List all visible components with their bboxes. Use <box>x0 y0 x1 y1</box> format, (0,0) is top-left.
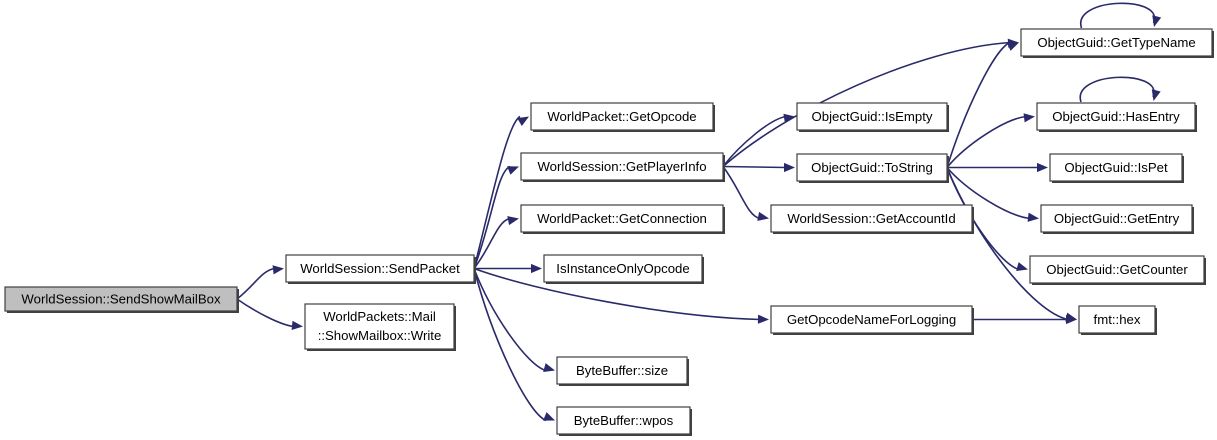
edge-sendpacket-to-getopcodename <box>473 267 761 321</box>
node-label: ObjectGuid::IsPet <box>1064 160 1168 175</box>
node-tostring[interactable]: ObjectGuid::ToString <box>796 153 949 183</box>
node-box[interactable] <box>543 254 703 283</box>
edge-sendshowmailbox-to-sendpacket <box>236 267 276 300</box>
node-label: ObjectGuid::ToString <box>811 160 933 175</box>
edge-gettypename-to-gettypename <box>1080 2 1156 29</box>
node-label: WorldPacket::GetConnection <box>537 211 707 226</box>
edge-getplayerinfo-to-gettypename <box>722 41 1011 168</box>
node-layer: WorldSession::SendShowMailBox WorldSessio… <box>4 28 1214 436</box>
edge-tostring-to-hasentry-arrowhead <box>1023 113 1035 123</box>
node-getentry[interactable]: ObjectGuid::GetEntry <box>1040 204 1194 234</box>
edge-tostring-to-ispet-arrowhead <box>1037 162 1048 173</box>
edge-getplayerinfo-to-getaccountid <box>722 166 761 220</box>
node-box[interactable] <box>304 303 455 350</box>
node-hasentry[interactable]: ObjectGuid::HasEntry <box>1036 102 1197 132</box>
edge-getplayerinfo-to-isempty-arrowhead <box>783 113 795 123</box>
node-getaccountid[interactable]: WorldSession::GetAccountId <box>770 204 974 234</box>
edge-tostring-to-getcounter-arrowhead <box>1016 262 1028 272</box>
node-box[interactable] <box>1020 28 1213 57</box>
node-ispet[interactable]: ObjectGuid::IsPet <box>1049 153 1184 183</box>
node-label: ObjectGuid::GetCounter <box>1046 262 1188 277</box>
node-getcounter[interactable]: ObjectGuid::GetCounter <box>1029 255 1206 285</box>
node-box[interactable] <box>770 204 973 233</box>
edge-sendpacket-to-getopcode-arrowhead <box>517 116 529 127</box>
node-getopcodename[interactable]: GetOpcodeNameForLogging <box>770 305 974 335</box>
edge-tostring-to-getentry-arrowhead <box>1027 212 1039 222</box>
node-label: ObjectGuid::HasEntry <box>1052 109 1180 124</box>
edge-sendpacket-to-getplayerinfo-arrowhead <box>507 166 519 175</box>
node-showmailboxwrite[interactable]: WorldPackets::Mail::ShowMailbox::Write <box>304 303 456 351</box>
edge-sendpacket-to-bytebufferwpos <box>473 268 547 422</box>
edge-tostring-to-hasentry <box>946 115 1027 169</box>
node-label: ObjectGuid::GetTypeName <box>1037 35 1195 50</box>
node-box[interactable] <box>1040 204 1193 233</box>
node-fmthex[interactable]: fmt::hex <box>1078 305 1157 335</box>
edge-sendpacket-to-getopcode <box>473 115 521 269</box>
node-label: WorldSession::GetAccountId <box>787 211 955 226</box>
node-label: fmt::hex <box>1094 312 1141 327</box>
edge-tostring-to-fmthex <box>946 167 1069 321</box>
edge-tostring-to-getentry <box>946 166 1031 220</box>
node-label-line1: WorldPackets::Mail <box>323 309 436 324</box>
node-gettypename[interactable]: ObjectGuid::GetTypeName <box>1020 28 1214 58</box>
node-box[interactable] <box>796 102 948 131</box>
edge-getopcodename-to-fmthex-arrowhead <box>1066 314 1077 325</box>
node-box[interactable] <box>1029 255 1205 284</box>
edge-getplayerinfo-to-isempty <box>722 115 787 167</box>
node-getopcode[interactable]: WorldPacket::GetOpcode <box>530 102 715 132</box>
node-label: ObjectGuid::GetEntry <box>1054 211 1180 226</box>
node-box[interactable] <box>556 356 688 385</box>
node-box[interactable] <box>285 254 475 283</box>
edge-sendpacket-to-getopcodename-arrowhead <box>757 314 769 324</box>
node-box[interactable] <box>520 152 724 181</box>
edge-hasentry-to-hasentry-arrowhead <box>1151 89 1161 101</box>
node-bytebuffersize[interactable]: ByteBuffer::size <box>556 356 689 386</box>
node-label: WorldSession::SendPacket <box>300 261 460 276</box>
node-box[interactable] <box>1049 153 1183 182</box>
node-box[interactable] <box>520 204 724 233</box>
node-sendpacket[interactable]: WorldSession::SendPacket <box>285 254 476 284</box>
edge-sendpacket-to-getconnection <box>473 217 511 269</box>
node-isempty[interactable]: ObjectGuid::IsEmpty <box>796 102 949 132</box>
edge-getplayerinfo-to-tostring-arrowhead <box>784 162 795 173</box>
edge-sendshowmailbox-to-showmailboxwrite-arrowhead <box>291 320 303 330</box>
edge-gettypename-to-gettypename-arrowhead <box>1152 15 1162 27</box>
edge-sendpacket-to-bytebuffersize <box>473 268 547 372</box>
node-box[interactable] <box>556 406 691 435</box>
node-box[interactable] <box>770 305 973 334</box>
edge-sendpacket-to-bytebuffersize-arrowhead <box>543 363 555 373</box>
node-sendshowmailbox[interactable]: WorldSession::SendShowMailBox <box>4 286 239 313</box>
node-getplayerinfo[interactable]: WorldSession::GetPlayerInfo <box>520 152 725 182</box>
edge-layer <box>236 2 1162 422</box>
edge-sendpacket-to-getconnection-arrowhead <box>507 216 519 226</box>
node-box[interactable] <box>530 102 714 131</box>
node-getconnection[interactable]: WorldPacket::GetConnection <box>520 204 725 234</box>
edge-sendshowmailbox-to-showmailboxwrite <box>236 298 295 328</box>
node-box[interactable] <box>1078 305 1156 334</box>
node-label: ByteBuffer::wpos <box>574 413 674 428</box>
edge-getplayerinfo-to-tostring <box>722 165 787 169</box>
edge-sendpacket-to-bytebufferwpos-arrowhead <box>543 412 555 421</box>
node-bytebufferwpos[interactable]: ByteBuffer::wpos <box>556 406 692 436</box>
node-label: ObjectGuid::IsEmpty <box>812 109 933 124</box>
edge-sendpacket-to-isinstanceonly-arrowhead <box>531 263 542 274</box>
edge-sendshowmailbox-to-sendpacket-arrowhead <box>272 265 284 275</box>
node-label: WorldSession::GetPlayerInfo <box>537 159 706 174</box>
edge-sendpacket-to-getplayerinfo <box>473 165 511 269</box>
node-isinstanceonly[interactable]: IsInstanceOnlyOpcode <box>543 254 704 284</box>
node-label: GetOpcodeNameForLogging <box>787 312 956 327</box>
edge-tostring-to-gettypename-arrowhead <box>1007 42 1019 51</box>
node-box[interactable] <box>1036 102 1196 131</box>
node-label: ByteBuffer::size <box>576 363 668 378</box>
edge-getplayerinfo-to-getaccountid-arrowhead <box>757 211 769 221</box>
edge-tostring-to-gettypename <box>946 41 1011 168</box>
node-label: WorldSession::SendShowMailBox <box>21 291 221 306</box>
node-box[interactable] <box>796 153 948 182</box>
edge-hasentry-to-hasentry <box>1079 76 1155 103</box>
node-label: IsInstanceOnlyOpcode <box>556 261 689 276</box>
node-label: WorldPacket::GetOpcode <box>547 109 696 124</box>
node-box[interactable] <box>4 286 238 312</box>
node-label-line2: ::ShowMailbox::Write <box>318 328 442 343</box>
